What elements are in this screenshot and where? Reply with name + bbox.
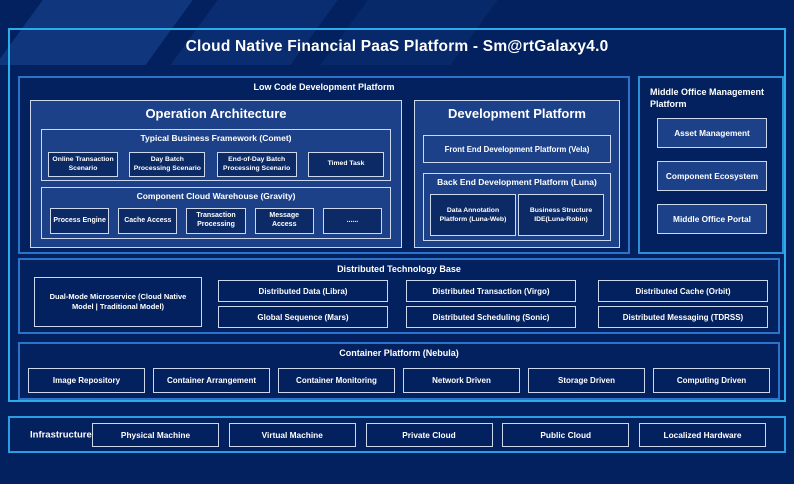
distributed-messaging-box: Distributed Messaging (TDRSS) [598, 306, 768, 328]
container-platform-section: Container Platform (Nebula) Image Reposi… [18, 342, 780, 400]
front-end-development-platform-box: Front End Development Platform (Vela) [423, 135, 611, 163]
operation-architecture-title: Operation Architecture [145, 106, 287, 121]
component-cloud-warehouse-box: Component Cloud Warehouse (Gravity) Proc… [41, 187, 391, 239]
infrastructure-items-row: Physical Machine Virtual Machine Private… [92, 423, 766, 447]
network-driven-box: Network Driven [403, 368, 520, 393]
more-components-box: ...... [322, 208, 383, 234]
middle-office-management-section: Middle Office Management Platform Asset … [638, 76, 784, 254]
day-batch-processing-scenario-box: Day Batch Processing Scenario [129, 152, 206, 177]
component-ecosystem-box: Component Ecosystem [657, 161, 767, 191]
development-platform-title: Development Platform [448, 106, 586, 121]
end-of-day-batch-processing-scenario-box: End-of-Day Batch Processing Scenario [216, 152, 297, 177]
global-sequence-box: Global Sequence (Mars) [218, 306, 388, 328]
middle-office-portal-box: Middle Office Portal [657, 204, 767, 234]
container-platform-label: Container Platform (Nebula) [339, 348, 459, 358]
cache-access-box: Cache Access [118, 208, 178, 234]
computing-driven-box: Computing Driven [653, 368, 770, 393]
comet-items-row: Online Transaction Scenario Day Batch Pr… [48, 152, 384, 177]
operation-architecture-panel: Operation Architecture Typical Business … [30, 100, 402, 248]
private-cloud-box: Private Cloud [365, 423, 493, 447]
distributed-data-box: Distributed Data (Libra) [218, 280, 388, 302]
distributed-technology-base-section: Distributed Technology Base Dual-Mode Mi… [18, 258, 780, 334]
storage-driven-box: Storage Driven [528, 368, 645, 393]
main-frame: Cloud Native Financial PaaS Platform - S… [8, 28, 786, 402]
low-code-platform-label: Low Code Development Platform [253, 82, 395, 92]
process-engine-box: Process Engine [50, 208, 110, 234]
physical-machine-box: Physical Machine [92, 423, 219, 447]
virtual-machine-box: Virtual Machine [228, 423, 356, 447]
transaction-processing-box: Transaction Processing [186, 208, 246, 234]
low-code-platform-section: Low Code Development Platform Operation … [18, 76, 630, 254]
asset-management-box: Asset Management [657, 118, 767, 148]
image-repository-box: Image Repository [28, 368, 145, 393]
gravity-items-row: Process Engine Cache Access Transaction … [50, 208, 383, 234]
business-structure-ide-box: Business Structure IDE(Luna-Robin) [518, 194, 604, 236]
timed-task-box: Timed Task [307, 152, 384, 177]
online-transaction-scenario-box: Online Transaction Scenario [48, 152, 118, 177]
typical-business-framework-label: Typical Business Framework (Comet) [140, 133, 292, 143]
dual-mode-microservice-box: Dual-Mode Microservice (Cloud Native Mod… [34, 277, 202, 327]
middle-office-management-label: Middle Office Management Platform [650, 87, 765, 110]
distributed-cache-box: Distributed Cache (Orbit) [598, 280, 768, 302]
distributed-transaction-box: Distributed Transaction (Virgo) [406, 280, 576, 302]
development-platform-panel: Development Platform Front End Developme… [414, 100, 620, 248]
back-end-development-platform-box: Back End Development Platform (Luna) Dat… [423, 173, 611, 241]
public-cloud-box: Public Cloud [502, 423, 630, 447]
distributed-scheduling-box: Distributed Scheduling (Sonic) [406, 306, 576, 328]
component-cloud-warehouse-label: Component Cloud Warehouse (Gravity) [136, 191, 296, 201]
back-end-development-platform-label: Back End Development Platform (Luna) [437, 177, 597, 187]
distributed-technology-base-label: Distributed Technology Base [337, 264, 461, 274]
container-monitoring-box: Container Monitoring [278, 368, 395, 393]
container-items-row: Image Repository Container Arrangement C… [28, 368, 770, 393]
data-annotation-platform-box: Data Annotation Platform (Luna-Web) [430, 194, 516, 236]
infrastructure-label: Infrastructure [30, 429, 92, 440]
container-arrangement-box: Container Arrangement [153, 368, 270, 393]
typical-business-framework-box: Typical Business Framework (Comet) Onlin… [41, 129, 391, 181]
page-title: Cloud Native Financial PaaS Platform - S… [185, 38, 609, 55]
message-access-box: Message Access [254, 208, 314, 234]
back-end-items-row: Data Annotation Platform (Luna-Web) Busi… [430, 194, 604, 236]
localized-hardware-box: Localized Hardware [639, 423, 766, 447]
infrastructure-section: Infrastructure Physical Machine Virtual … [8, 416, 786, 453]
